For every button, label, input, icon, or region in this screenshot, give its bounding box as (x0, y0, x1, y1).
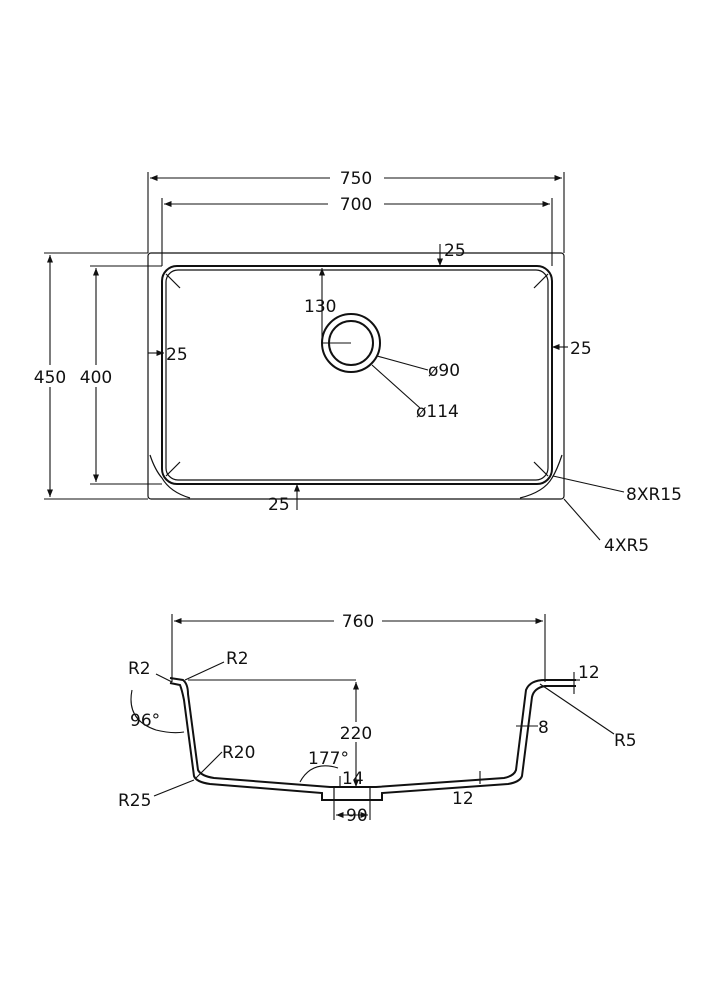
leader-drain-inner (376, 355, 429, 371)
label-radius-right: R5 (614, 731, 637, 751)
leader-inner-radius (552, 475, 625, 493)
sink-bowl-inner-line (165, 269, 549, 481)
label-drain-inner-dia: ø90 (428, 361, 460, 381)
label-bottom-angle: 177° (308, 749, 349, 769)
leader-r20 (195, 751, 223, 779)
top-view: 750 700 450 400 25 25 25 25 130 ø90 ø (30, 169, 682, 556)
label-wall-thickness: 8 (538, 718, 549, 738)
corner-mark (165, 273, 181, 289)
leader-r2-inner (184, 661, 225, 681)
drain-outlet (333, 786, 371, 801)
label-inner-depth: 400 (80, 368, 112, 388)
leader-r25 (153, 779, 195, 797)
label-rim-thickness: 12 (578, 663, 600, 683)
angle-arc-wall (130, 689, 185, 734)
corner-radius-detail (519, 454, 563, 499)
label-radius-bottom-outer: R25 (118, 791, 151, 811)
label-radius-bottom-inner: R20 (222, 743, 255, 763)
label-mask (335, 722, 377, 742)
label-mask (76, 365, 116, 387)
label-wall-angle: 96° (130, 711, 160, 731)
label-rim-top: 25 (444, 241, 466, 261)
label-outer-radius: 4XR5 (604, 536, 649, 556)
corner-mark (533, 461, 549, 477)
label-depth: 220 (340, 724, 372, 744)
label-mask (30, 365, 72, 387)
label-inner-width: 700 (340, 195, 372, 215)
label-drain-thickness: 14 (342, 769, 364, 789)
leader-drain-outer (371, 364, 421, 409)
label-inner-radius: 8XR15 (626, 485, 682, 505)
label-drain-width: 90 (346, 806, 368, 826)
label-section-width: 760 (342, 612, 374, 632)
label-rim-left: 25 (166, 345, 188, 365)
leader-r5 (539, 683, 615, 735)
label-overall-width: 750 (340, 169, 372, 189)
label-drain-offset: 130 (304, 297, 336, 317)
corner-mark (165, 461, 181, 477)
label-rim-right: 25 (570, 339, 592, 359)
sink-outer-outline (147, 252, 565, 500)
label-radius-left-outer: R2 (128, 659, 151, 679)
sink-bowl-outline (161, 265, 553, 485)
corner-mark (533, 273, 549, 289)
label-rim-bottom: 25 (268, 495, 290, 515)
label-drain-outer-dia: ø114 (416, 402, 459, 422)
label-floor-thickness: 12 (452, 789, 474, 809)
label-radius-left-inner: R2 (226, 649, 249, 669)
angle-arc-bottom (299, 765, 339, 783)
corner-radius-detail (149, 454, 191, 499)
leader-r2-left (155, 673, 173, 683)
label-overall-depth: 450 (34, 368, 66, 388)
section-view: 760 90 220 14 177° R2 R2 96° R20 (118, 612, 637, 826)
leader-outer-radius (563, 498, 601, 541)
